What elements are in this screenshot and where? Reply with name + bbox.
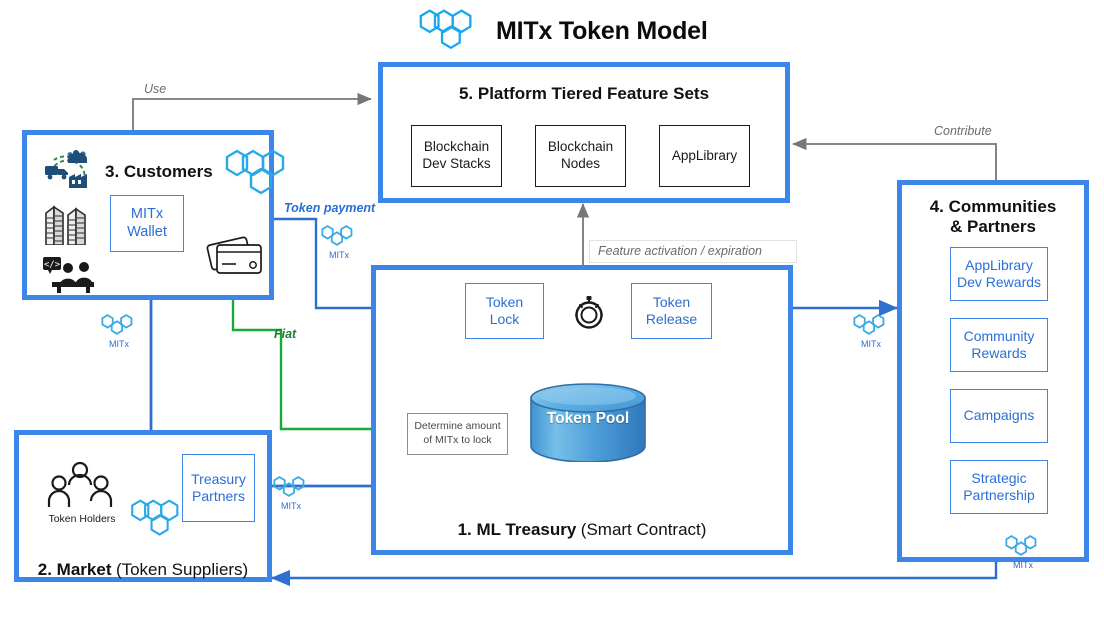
token-lock-line2: Lock [489, 311, 520, 327]
mitx-flow-logo-token-payment: MITx [320, 224, 358, 260]
feature-box-blockchain-nodes[interactable]: Blockchain Nodes [535, 125, 626, 187]
feature-box-applibrary[interactable]: AppLibrary [659, 125, 750, 187]
mitx-hexagon-logo [101, 314, 133, 335]
mitx-hexagon-logo [131, 499, 179, 536]
customers-section[interactable]: </> 3. Customers MITx Wallet [22, 130, 285, 300]
token-release-line1: Token [652, 293, 691, 310]
community-item-campaigns[interactable]: Campaigns [950, 389, 1048, 443]
token-holders-label: Token Holders [48, 513, 116, 525]
mitx-caption: MITx [861, 339, 881, 349]
token-pool[interactable]: Token Pool [529, 382, 647, 462]
community-item-community-rewards[interactable]: Community Rewards [950, 318, 1048, 372]
determine-amount-box[interactable]: Determine amount of MITx to lock [407, 413, 508, 455]
feature-box-blockchain-dev-stacks[interactable]: Blockchain Dev Stacks [411, 125, 502, 187]
platform-title: 5. Platform Tiered Feature Sets [458, 84, 710, 103]
page-title: MITx Token Model [418, 8, 708, 54]
platform-section[interactable]: 5. Platform Tiered Feature Sets Blockcha… [378, 62, 790, 203]
communities-section[interactable]: 4. Communities & Partners AppLibrary Dev… [897, 180, 1089, 562]
market-section[interactable]: Token Holders Treasury Partners 2. Marke… [14, 430, 272, 582]
buildings-icon [45, 205, 86, 245]
community-item-applibrary-dev-rewards[interactable]: AppLibrary Dev Rewards [950, 247, 1048, 301]
community-item-line2: Partnership [963, 487, 1035, 503]
treasury-title: 1. ML Treasury (Smart Contract) [376, 520, 788, 540]
community-item-strategic-partnership[interactable]: Strategic Partnership [950, 460, 1048, 514]
developers-icon: </> [43, 257, 94, 293]
token-lock-box[interactable]: Token Lock [465, 283, 544, 339]
feature-label-line2: Nodes [560, 156, 601, 171]
community-item-line1: AppLibrary [965, 256, 1033, 273]
token-release-line2: Release [645, 311, 698, 327]
mitx-flow-logo-treasury-partners: MITx [272, 475, 310, 511]
mitx-caption: MITx [329, 250, 349, 260]
communities-title-line1: 4. Communities [929, 197, 1057, 216]
mitx-wallet-box[interactable]: MITx Wallet [110, 195, 184, 252]
market-title: 2. Market (Token Suppliers) [19, 560, 267, 580]
mitx-caption: MITx [109, 339, 129, 349]
community-item-line1: Campaigns [963, 407, 1035, 424]
feature-label-line1: Blockchain [423, 139, 490, 155]
mitx-hexagon-logo [273, 476, 305, 497]
stopwatch-icon [575, 296, 603, 329]
mitx-hexagon-logo [321, 225, 353, 246]
mitx-caption: MITx [1013, 560, 1033, 570]
mitx-hexagon-logo [853, 314, 885, 335]
mitx-hexagon-logo [419, 9, 472, 50]
flow-label-fiat: Fiat [274, 327, 297, 341]
mitx-wallet-line2: Wallet [127, 223, 167, 240]
token-lock-line1: Token [485, 293, 524, 310]
feature-label-line2: Dev Stacks [422, 156, 491, 171]
page-title-text: MITx Token Model [496, 16, 708, 45]
database-cylinder-icon [530, 383, 646, 462]
mitx-wallet-line1: MITx [130, 205, 164, 222]
mitx-flow-logo-market-to-customers: MITx [100, 313, 138, 349]
feature-label-line1: Blockchain [547, 139, 614, 155]
feature-label-line1: AppLibrary [671, 147, 738, 163]
market-title-sub: (Token Suppliers) [115, 560, 249, 579]
token-holders-icon [47, 461, 113, 507]
treasury-partners-line2: Partners [192, 488, 245, 504]
treasury-section[interactable]: Token Lock Token Release Determine amoun… [371, 265, 793, 555]
mitx-caption: MITx [281, 501, 301, 511]
mitx-hexagon-logo [1005, 535, 1037, 556]
flow-label-contribute: Contribute [934, 124, 992, 138]
determine-line2: of MITx to lock [423, 434, 492, 446]
customers-title: 3. Customers [105, 162, 213, 181]
treasury-partners-line1: Treasury [191, 470, 246, 487]
market-title-main: 2. Market [37, 560, 112, 579]
community-item-line2: Rewards [971, 345, 1027, 361]
treasury-title-sub: (Smart Contract) [580, 520, 707, 539]
mitx-flow-logo-release-to-communities: MITx [852, 313, 890, 349]
community-item-line1: Strategic [971, 469, 1027, 486]
credit-card-icon [206, 236, 262, 274]
community-item-line1: Community [963, 327, 1035, 344]
treasury-title-main: 1. ML Treasury [457, 520, 577, 539]
mitx-flow-logo-bottom-loop: MITx [1004, 534, 1042, 570]
treasury-partners-box[interactable]: Treasury Partners [182, 454, 255, 522]
mitx-hexagon-logo [225, 149, 285, 195]
feature-activation-label-box: Feature activation / expiration [589, 240, 797, 263]
flow-label-feature-activation: Feature activation / expiration [598, 244, 762, 258]
communities-title-line2: & Partners [950, 217, 1036, 236]
determine-line1: Determine amount [414, 420, 501, 433]
supply-chain-icon [45, 150, 87, 189]
flow-label-use: Use [144, 82, 167, 96]
flow-label-token-payment: Token payment [284, 201, 376, 215]
community-item-line2: Dev Rewards [956, 274, 1042, 290]
svg-text:</>: </> [44, 260, 61, 270]
token-release-box[interactable]: Token Release [631, 283, 712, 339]
